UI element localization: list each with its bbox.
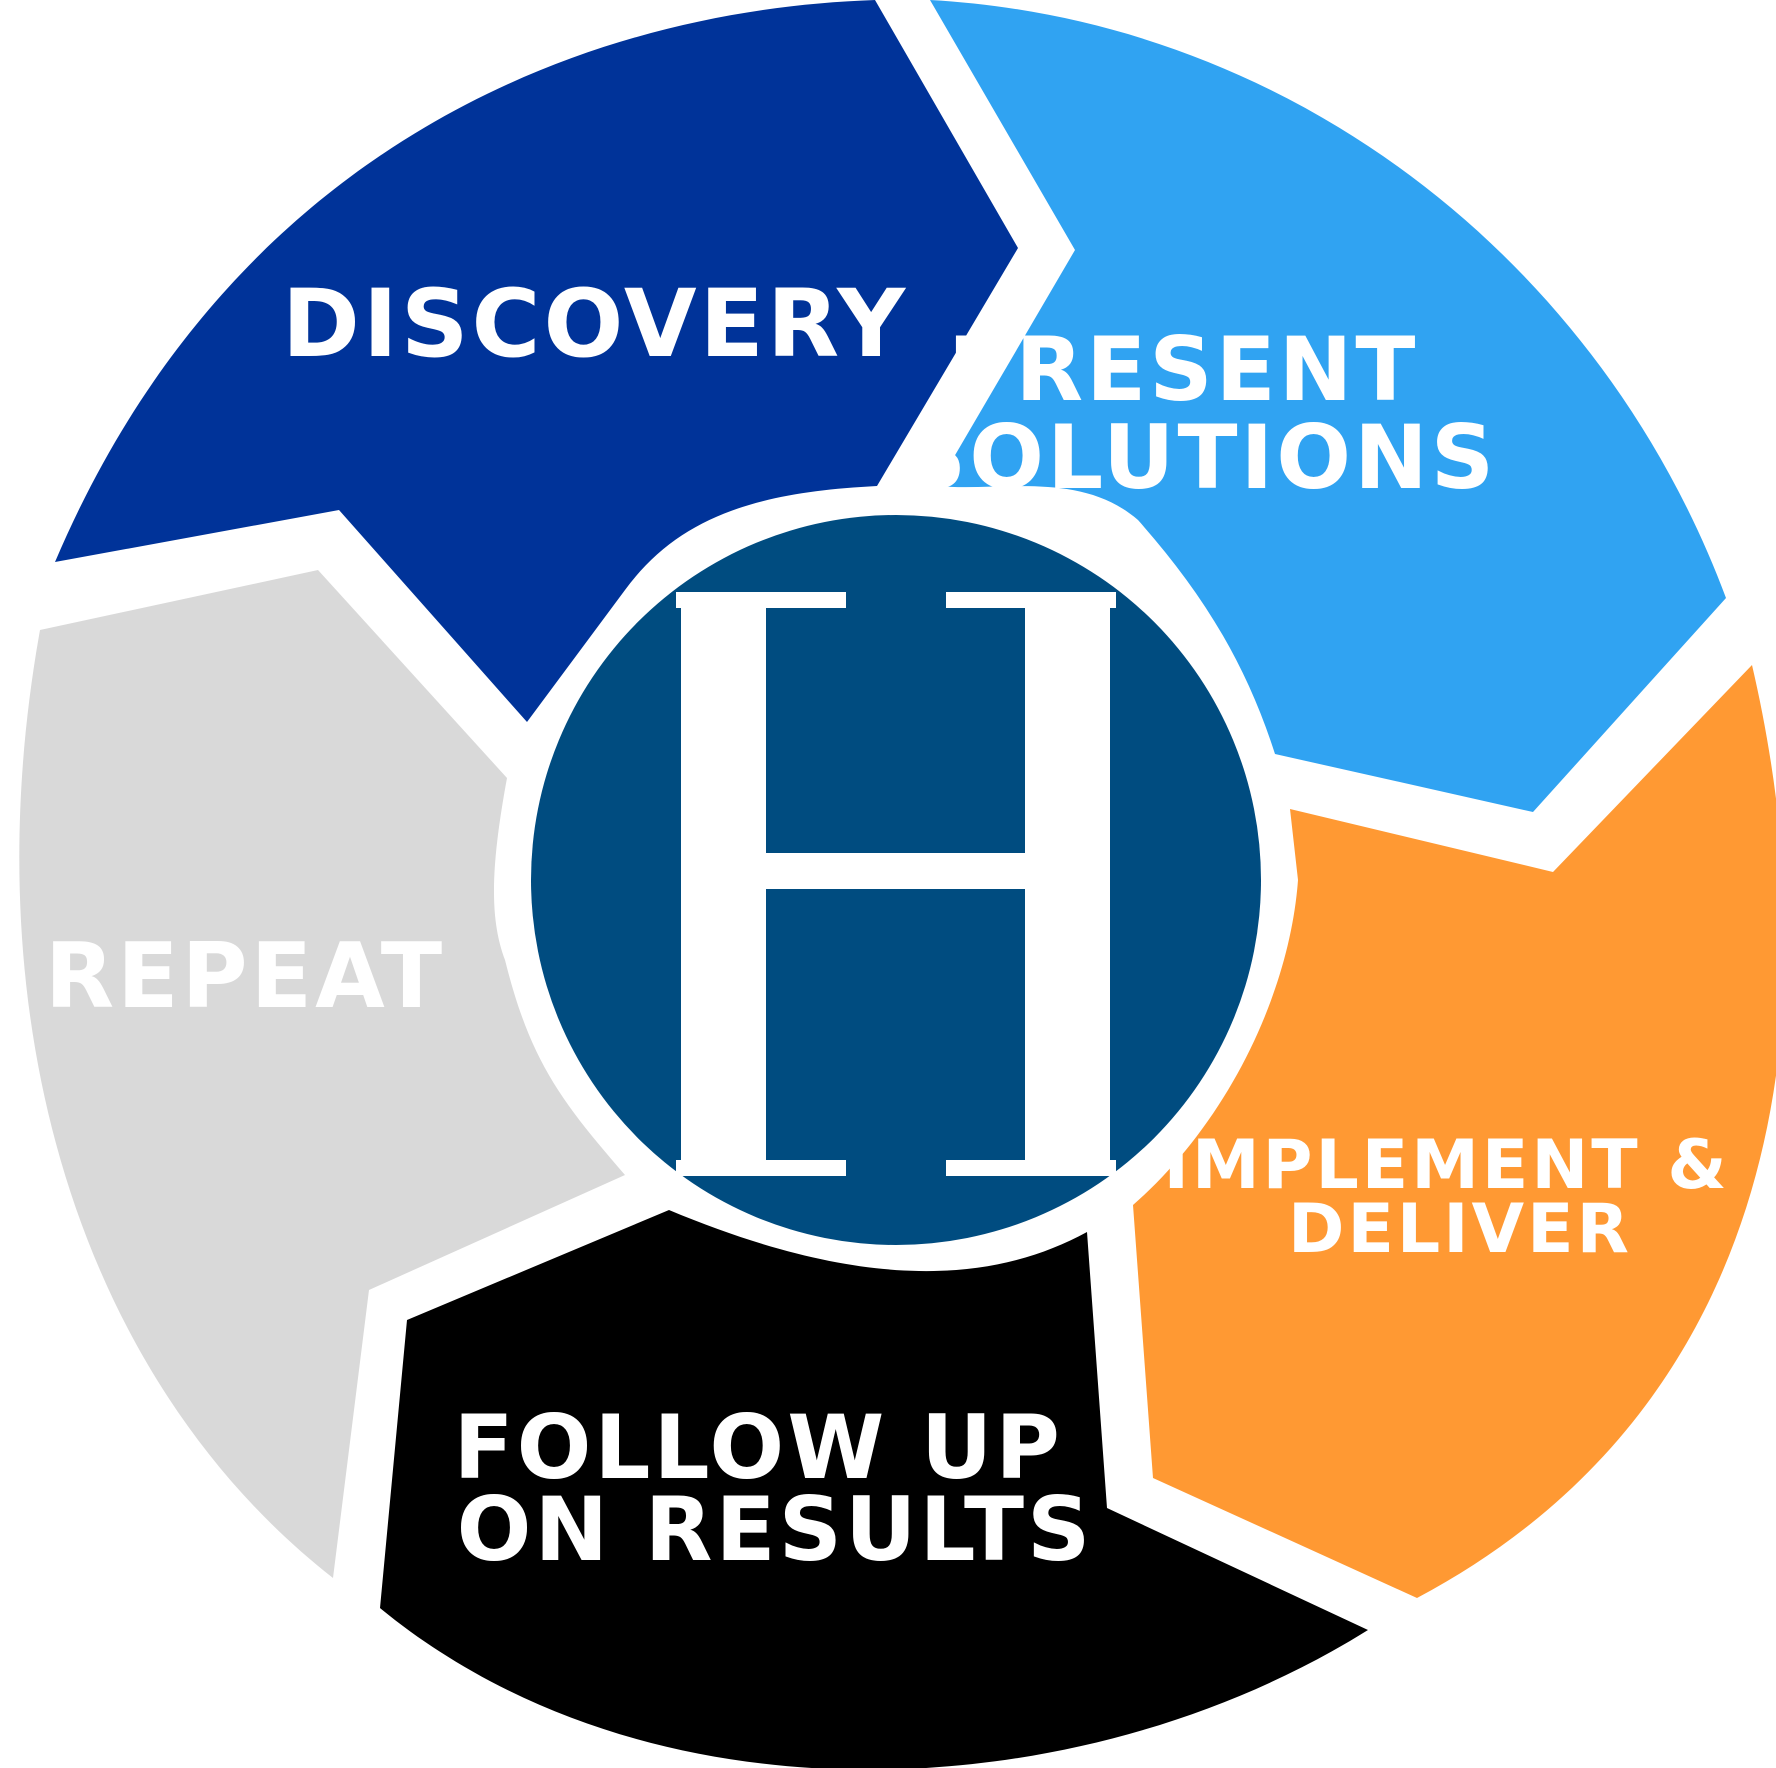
segment-implement-deliver xyxy=(1133,665,1776,1598)
label-follow-up-line-2: ON RESULTS xyxy=(457,1478,1094,1581)
label-follow-up: FOLLOW UP ON RESULTS xyxy=(453,1396,1096,1581)
label-implement-deliver-line-2: DELIVER xyxy=(1288,1190,1632,1269)
label-repeat: REPEAT xyxy=(45,924,445,1029)
label-present-solutions-line-2: SOLUTIONS xyxy=(903,406,1497,509)
label-discovery-line: DISCOVERY xyxy=(282,270,908,379)
logo-h-icon xyxy=(676,592,1116,1176)
segment-repeat xyxy=(19,570,625,1578)
label-present-solutions: PRESENT SOLUTIONS xyxy=(903,318,1497,509)
label-repeat-line: REPEAT xyxy=(45,924,445,1029)
label-implement-deliver: IMPLEMENT & DELIVER xyxy=(1164,1126,1757,1269)
segment-follow-up xyxy=(380,1210,1368,1768)
label-discovery: DISCOVERY xyxy=(282,270,908,379)
label-present-solutions-line-1: PRESENT xyxy=(948,318,1419,421)
segment-present-solutions xyxy=(930,0,1726,812)
label-follow-up-line-1: FOLLOW UP xyxy=(453,1396,1062,1499)
label-implement-deliver-line-1: IMPLEMENT & xyxy=(1164,1126,1730,1205)
segment-discovery xyxy=(55,0,1018,722)
